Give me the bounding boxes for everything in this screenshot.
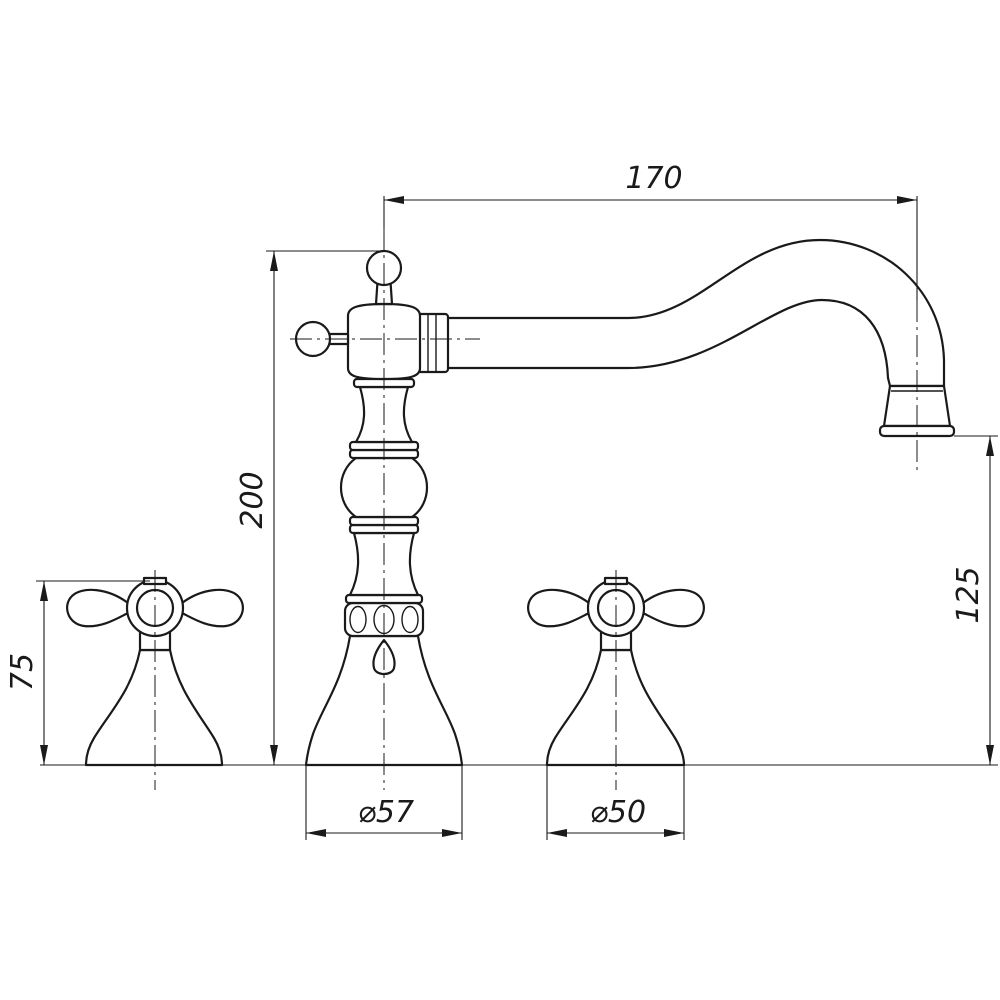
arrow-height-top	[270, 251, 278, 271]
left-handle-wing-left	[66, 588, 130, 628]
arrow-handle-top	[40, 581, 48, 601]
label-handle-height: 75	[5, 653, 40, 691]
bead-1	[349, 605, 367, 634]
arrow-spout-height-bottom	[986, 745, 994, 765]
arrow-height-bottom	[270, 745, 278, 765]
arrow-d50-left	[547, 829, 567, 837]
bead-3	[401, 605, 419, 634]
spout	[410, 238, 956, 438]
spout-tube	[438, 238, 946, 388]
arrow-spout-height-top	[986, 436, 994, 456]
right-handle-wing-right	[641, 588, 705, 628]
left-handle-wing-right	[180, 588, 244, 628]
dimension-spout-reach: 170	[383, 161, 918, 300]
dimension-total-height: 200	[235, 250, 380, 765]
dimension-spout-base-diameter: ⌀57	[305, 765, 463, 840]
arrow-reach-right	[897, 196, 917, 204]
left-valve-body	[84, 648, 224, 767]
arrow-d50-right	[664, 829, 684, 837]
arrow-handle-bottom	[40, 745, 48, 765]
label-spout-height: 125	[951, 566, 986, 623]
arrow-d57-right	[442, 829, 462, 837]
right-handle-wing-left	[527, 588, 591, 628]
center-lines	[154, 228, 918, 790]
arrow-reach-left	[384, 196, 404, 204]
dimension-handle-base-diameter: ⌀50	[546, 765, 685, 840]
label-spout-reach: 170	[625, 161, 682, 196]
label-spout-base-diameter: ⌀57	[358, 795, 414, 830]
dimension-spout-height: 125	[951, 435, 998, 765]
label-total-height: 200	[235, 471, 270, 528]
label-handle-base-diameter: ⌀50	[590, 795, 646, 830]
arrow-d57-left	[306, 829, 326, 837]
dimension-handle-height: 75	[5, 580, 150, 765]
